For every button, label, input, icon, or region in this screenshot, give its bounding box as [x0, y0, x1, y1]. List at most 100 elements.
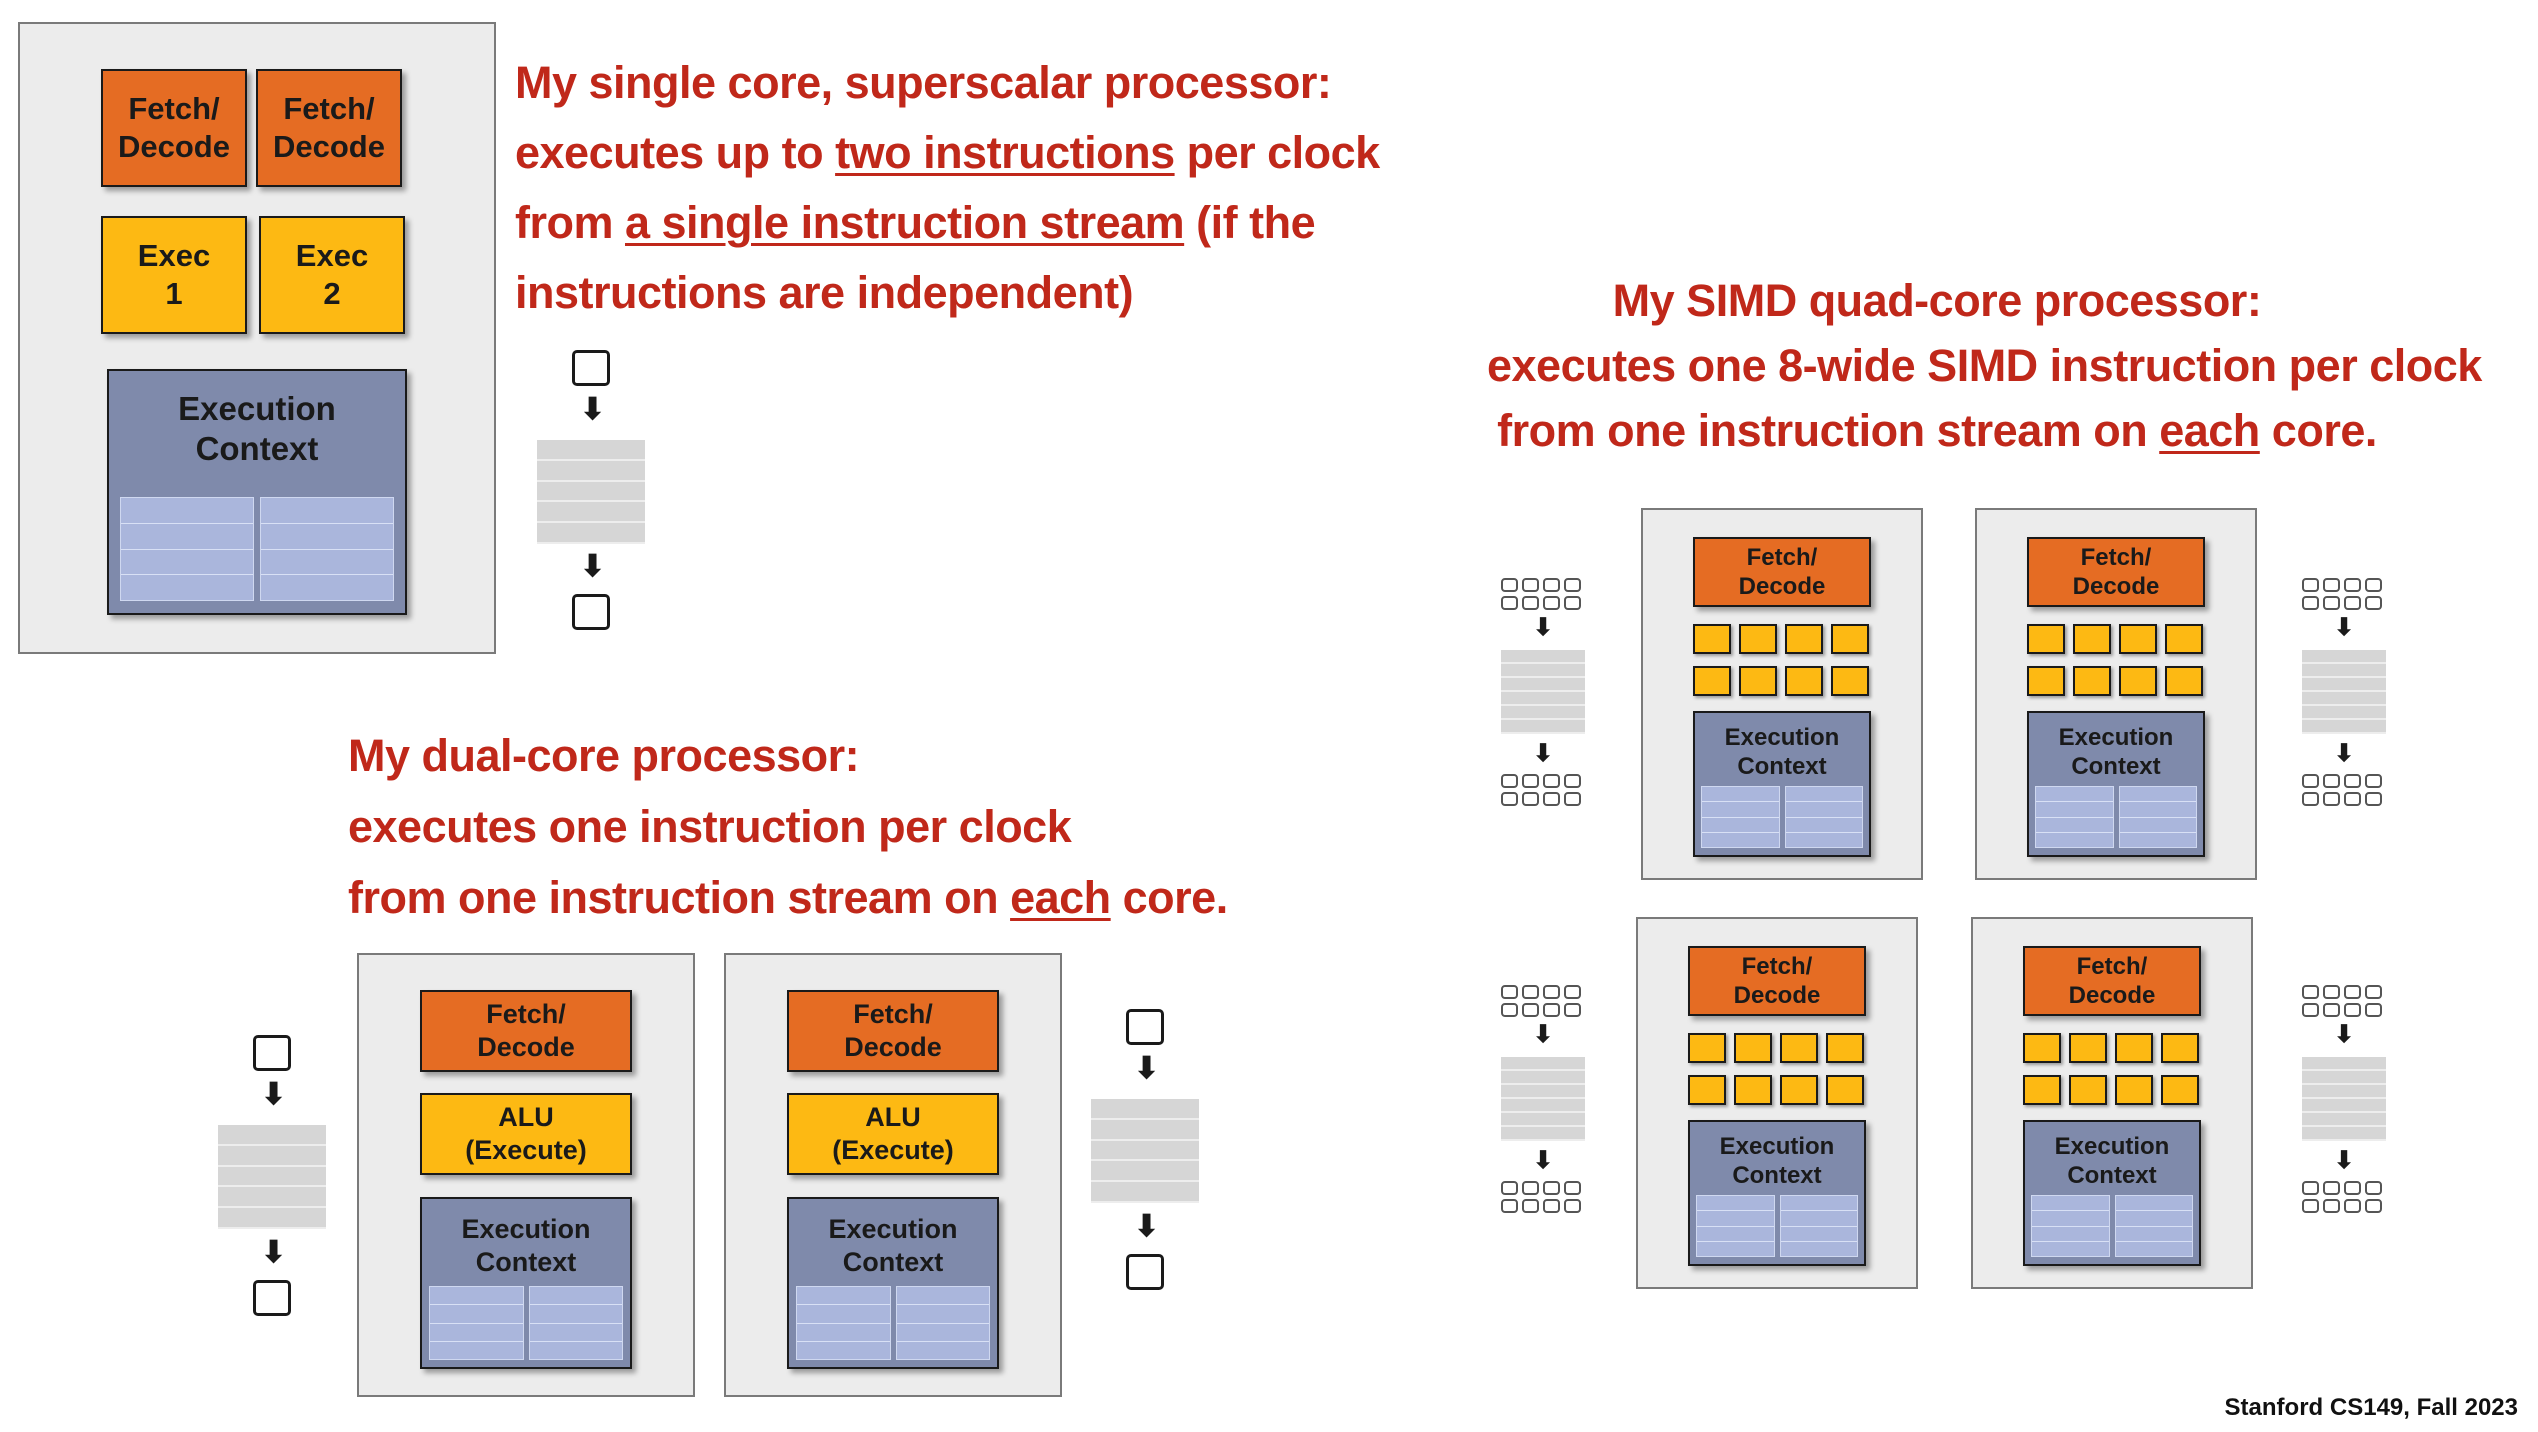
title-line: from one instruction stream on each core… [348, 862, 1228, 933]
register-file [429, 1286, 623, 1360]
simd-lane-icon [2323, 774, 2340, 788]
simd-lane-icon [1543, 578, 1560, 592]
simd-lane-icon [1564, 596, 1581, 610]
alu-execute-unit: ALU (Execute) [787, 1093, 999, 1175]
simd-alu [1739, 666, 1777, 696]
simd-alu [1831, 624, 1869, 654]
execution-context-label: Execution Context [178, 390, 336, 468]
simd-lane-icon [1501, 1003, 1518, 1017]
simd-lane-icon [1543, 1181, 1560, 1195]
simd-alu [1785, 624, 1823, 654]
execution-context-label: Execution Context [2054, 1133, 2170, 1190]
simd-lane-icon [2365, 1003, 2382, 1017]
instruction-out-icon [572, 594, 610, 630]
simd-lane-icon [1501, 985, 1518, 999]
simd-lane-icon [2365, 774, 2382, 788]
simd-lane-icon [2344, 1003, 2361, 1017]
simd-alu [1826, 1075, 1864, 1105]
fetch-decode-unit-2: Fetch/ Decode [256, 69, 402, 187]
simd-lane-icon [2302, 985, 2319, 999]
instruction-stream [218, 1125, 326, 1229]
title-segment: core. [1110, 872, 1229, 923]
simd-lane-icon [1522, 792, 1539, 806]
simd-lane-icon [1543, 985, 1560, 999]
simd-alu [1826, 1033, 1864, 1063]
instruction-stream [1091, 1099, 1199, 1203]
simd-alu [2023, 1033, 2061, 1063]
simd-lane-icon [2302, 1003, 2319, 1017]
simd-lane-icon [2323, 596, 2340, 610]
register-file [796, 1286, 990, 1360]
title-line: executes up to two instructions per cloc… [515, 118, 1380, 188]
simd-lane-icon [2365, 578, 2382, 592]
instruction-stream [2302, 1057, 2386, 1141]
simd-lane-icon [1501, 578, 1518, 592]
instruction-out-icon [1126, 1254, 1164, 1290]
simd-alu [2027, 624, 2065, 654]
quad-core-title: My SIMD quad-core processor:executes one… [1487, 268, 2482, 463]
instruction-in-icon [572, 350, 610, 386]
title-segment: from one instruction stream on [1497, 405, 2160, 456]
simd-lane-icon [1543, 792, 1560, 806]
simd-lane-icon [1564, 792, 1581, 806]
down-arrow-icon: ⬇ [1533, 740, 1554, 767]
simd-lane-icon [1522, 985, 1539, 999]
simd-lane-icon [1522, 1003, 1539, 1017]
alu-execute-unit: ALU (Execute) [420, 1093, 632, 1175]
title-segment: each [2159, 405, 2260, 456]
simd-lane-icon [2302, 1199, 2319, 1213]
title-line: instructions are independent) [515, 258, 1380, 328]
simd-lane-icon [2365, 985, 2382, 999]
simd-lane-icon [2365, 1181, 2382, 1195]
instruction-stream [1501, 1057, 1585, 1141]
simd-lane-icon [2365, 792, 2382, 806]
exec-unit-1: Exec 1 [101, 216, 247, 334]
title-segment: My single core, superscalar processor: [515, 57, 1332, 108]
simd-lane-icon [2323, 1181, 2340, 1195]
simd-lane-icon [2302, 1181, 2319, 1195]
simd-alu [2161, 1075, 2199, 1105]
register-file [120, 497, 394, 601]
simd-lane-icon [2344, 985, 2361, 999]
superscalar-title: My single core, superscalar processor: ex… [515, 48, 1380, 328]
simd-alu [1831, 666, 1869, 696]
title-line: from a single instruction stream (if the [515, 188, 1380, 258]
simd-lane-icon [2365, 1199, 2382, 1213]
down-arrow-icon: ⬇ [2334, 740, 2355, 767]
execution-context-label: Execution Context [1719, 1133, 1835, 1190]
simd-lane-icon [2344, 596, 2361, 610]
simd-lane-icon [1501, 1181, 1518, 1195]
execution-context-label: Execution Context [461, 1214, 591, 1277]
simd-lane-icon [2344, 774, 2361, 788]
title-segment: each [1010, 872, 1111, 923]
simd-lane-icon [1564, 578, 1581, 592]
simd-alu [2069, 1075, 2107, 1105]
title-segment: from [515, 197, 625, 248]
down-arrow-icon: ⬇ [580, 393, 606, 426]
title-segment: executes up to [515, 127, 836, 178]
dual-core-title: My dual-core processor:executes one inst… [348, 720, 1228, 933]
title-segment: instructions are independent) [515, 267, 1134, 318]
title-segment: a single instruction stream [625, 197, 1185, 248]
fetch-decode-unit: Fetch/ Decode [1693, 537, 1871, 607]
title-segment: My SIMD quad-core processor: [1612, 275, 2262, 326]
register-file [2031, 1195, 2193, 1257]
simd-alu [2165, 624, 2203, 654]
simd-lane-icon [1501, 774, 1518, 788]
simd-lane-icon [2323, 792, 2340, 806]
title-segment: executes one instruction per clock [348, 801, 1072, 852]
instruction-in-icon [1126, 1009, 1164, 1045]
simd-alu [1734, 1033, 1772, 1063]
simd-alu [2119, 666, 2157, 696]
simd-alu [2073, 666, 2111, 696]
simd-lane-icon [1522, 1199, 1539, 1213]
simd-lane-icon [1543, 596, 1560, 610]
title-segment: core. [2259, 405, 2378, 456]
simd-lane-icon [2344, 578, 2361, 592]
simd-alu [2027, 666, 2065, 696]
simd-alu [2161, 1033, 2199, 1063]
simd-alu [1780, 1075, 1818, 1105]
simd-alu [1693, 666, 1731, 696]
instruction-out-icon [253, 1280, 291, 1316]
simd-lane-icon [1501, 792, 1518, 806]
